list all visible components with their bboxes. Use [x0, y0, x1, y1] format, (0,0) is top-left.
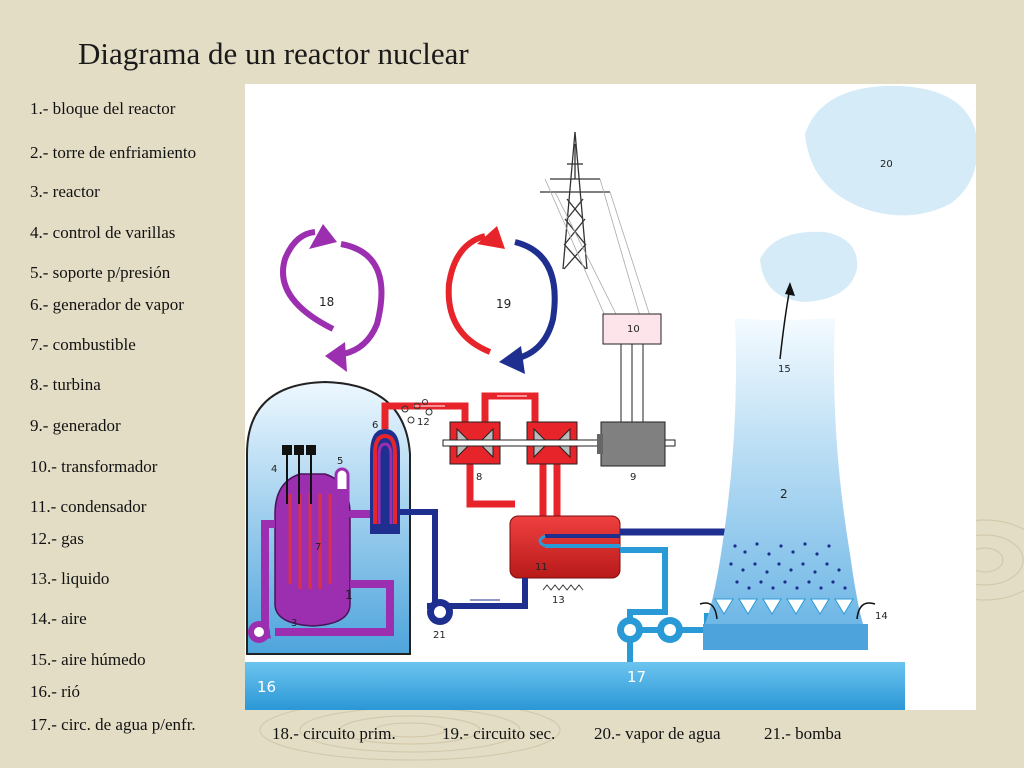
- legend-item: 15.- aire húmedo: [30, 650, 146, 669]
- control-rods: [282, 445, 316, 504]
- label-3: 3: [291, 618, 297, 629]
- legend-item: 1.- bloque del reactor: [30, 99, 176, 118]
- secondary-circuit-arrows: [445, 233, 558, 362]
- label-4: 4: [271, 464, 277, 475]
- legend-item: 8.- turbina: [30, 375, 101, 394]
- label-12: 12: [417, 417, 430, 428]
- legend-item: 3.- reactor: [30, 182, 100, 201]
- legend-item: 9.- generador: [30, 416, 121, 435]
- river: [245, 662, 905, 710]
- label-14: 14: [875, 611, 888, 622]
- fuel-rods: [288, 494, 332, 589]
- legend-item: 19.- circuito sec.: [442, 724, 556, 743]
- label-11: 11: [535, 562, 548, 573]
- legend-item: 16.- rió: [30, 682, 81, 701]
- reactor-diagram: 1 2 3 4 5 6 7 8 9 10 11 12 13 14 15 16 1…: [245, 84, 976, 710]
- tower-fill: [714, 598, 854, 615]
- pressurizer: [334, 467, 350, 517]
- primary-circuit-arrows: [280, 229, 385, 357]
- power-pylon: [540, 131, 610, 270]
- legend-item: 21.- bomba: [764, 724, 842, 743]
- steam-generator: [370, 429, 400, 534]
- legend-item: 13.- liquido: [30, 569, 110, 588]
- legend-item: 18.- circuito prim.: [272, 724, 396, 743]
- label-19: 19: [496, 297, 511, 311]
- legend-item: 12.- gas: [30, 529, 84, 548]
- label-2: 2: [780, 487, 788, 501]
- legend-item: 14.- aire: [30, 609, 87, 628]
- generator-coupling: [597, 434, 603, 454]
- legend-item: 10.- transformador: [30, 457, 158, 476]
- arrow-head-icon: [477, 226, 505, 249]
- steam-clouds: [760, 85, 976, 302]
- cooling-tower: [703, 318, 868, 650]
- transformer: [602, 313, 662, 345]
- gas-bubbles: [401, 399, 433, 424]
- legend-item: 17.- circ. de agua p/enfr.: [30, 715, 196, 734]
- label-17: 17: [627, 668, 646, 686]
- label-18: 18: [319, 295, 334, 309]
- liquid-indicator: [542, 584, 584, 591]
- air-arrows: [699, 602, 876, 620]
- legend-item: 11.- condensador: [30, 497, 147, 516]
- arrow-head-icon: [325, 342, 347, 372]
- label-15: 15: [778, 364, 791, 375]
- legend-item: 5.- soporte p/presión: [30, 263, 171, 282]
- legend-item: 7.- combustible: [30, 335, 136, 354]
- condenser: [509, 515, 621, 579]
- water-droplets: [729, 542, 847, 590]
- page-title: Diagrama de un reactor nuclear: [78, 36, 469, 71]
- label-16: 16: [257, 678, 276, 696]
- legend-item: 2.- torre de enfriamiento: [30, 143, 197, 162]
- legend-item: 4.- control de varillas: [30, 223, 176, 242]
- pump-icon: [248, 599, 683, 643]
- arrow-head-icon: [309, 224, 337, 249]
- label-1: 1: [345, 588, 353, 602]
- label-8: 8: [476, 472, 482, 483]
- label-13: 13: [552, 595, 565, 606]
- transformer-leads: [620, 344, 644, 422]
- arrow-head-icon: [499, 346, 525, 374]
- label-9: 9: [630, 472, 636, 483]
- generator: [600, 421, 666, 467]
- label-20: 20: [880, 159, 893, 170]
- legend-item: 6.- generador de vapor: [30, 295, 184, 314]
- label-6: 6: [372, 420, 378, 431]
- power-lines: [544, 178, 651, 317]
- arrow-head-icon: [785, 282, 795, 296]
- label-21: 21: [433, 630, 446, 641]
- label-5: 5: [337, 456, 343, 467]
- label-7: 7: [315, 542, 321, 553]
- legend-item: 20.- vapor de agua: [594, 724, 721, 743]
- turbine-shaft: [442, 439, 676, 447]
- label-10: 10: [627, 324, 640, 335]
